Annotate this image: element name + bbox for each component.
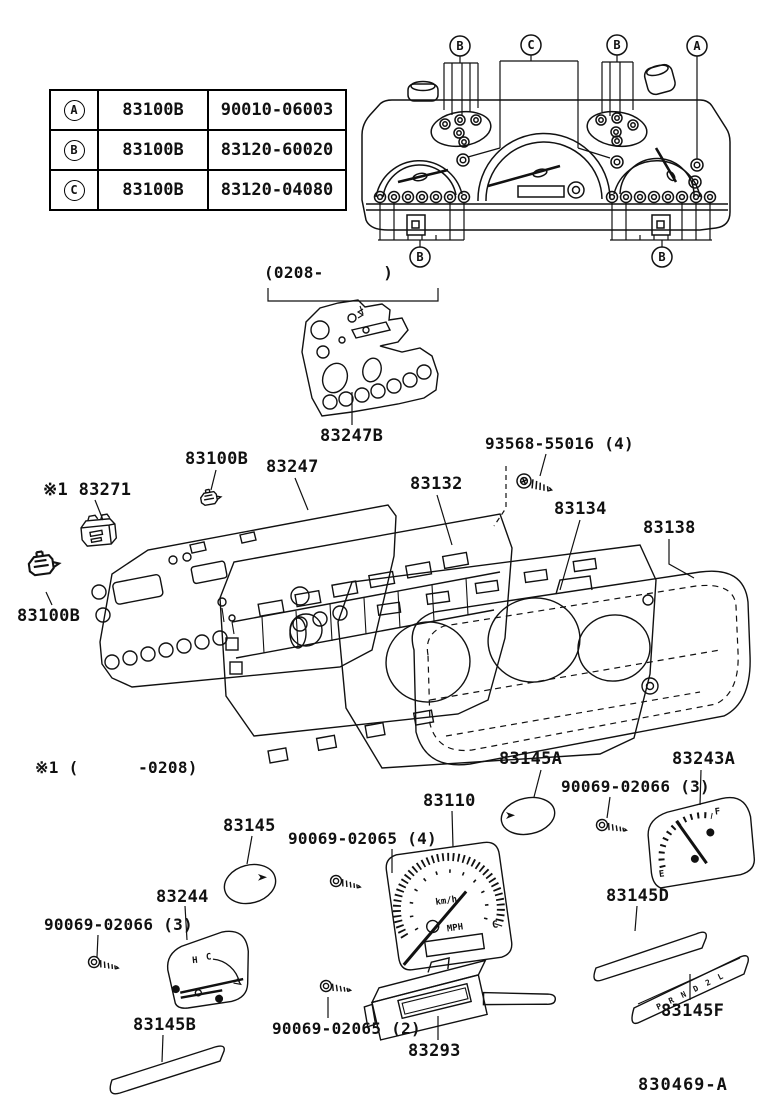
leader-lines: [45, 453, 702, 1063]
late-circuit-plate-drawing: [267, 288, 439, 425]
speedo-kmh-text: km/h: [435, 895, 458, 908]
note-production-from: (0208- ): [264, 263, 394, 282]
label-90069-02065-2: 90069-02065 (2): [272, 1019, 421, 1038]
label-83145B: 83145B: [133, 1015, 197, 1035]
label-83138: 83138: [643, 518, 696, 538]
note-production-until: ※1 ( -0208): [35, 758, 198, 777]
callout-letter-b3: B: [416, 250, 423, 264]
row-letter-b: B: [63, 139, 85, 161]
table-row: A 83100B 90010-06003: [49, 89, 347, 131]
row-part-number: 83100B: [97, 129, 209, 171]
fuel-e-text: E: [658, 869, 665, 880]
table-row: C 83100B 83120-04080: [49, 169, 347, 211]
callout-letter-a: A: [693, 39, 701, 53]
callout-letter-c: C: [527, 38, 534, 52]
row-part-number: 83100B: [97, 169, 209, 211]
speedo-c-text: C: [491, 919, 499, 931]
label-90069-02066-left: 90069-02066 (3): [44, 915, 193, 934]
row-letter-a: A: [63, 99, 85, 121]
label-83110: 83110: [423, 791, 476, 811]
row-part-code: 83120-04080: [207, 169, 347, 211]
label-83243A: 83243A: [672, 749, 736, 769]
label-83247: 83247: [266, 457, 319, 477]
speedo-mph-text: MPH: [446, 922, 463, 934]
label-83145D: 83145D: [606, 886, 670, 906]
label-83145F: 83145F: [661, 1001, 725, 1021]
temp-c-text: C: [205, 952, 211, 963]
label-83271: ※1 83271: [43, 480, 132, 500]
temp-h-text: H: [192, 956, 198, 967]
callout-letter-b2: B: [613, 38, 620, 52]
label-90069-02066-right: 90069-02066 (3): [561, 777, 710, 796]
sheet-number: 830469-A: [638, 1075, 728, 1095]
label-83244: 83244: [156, 887, 209, 907]
row-letter-c: C: [63, 179, 85, 201]
label-83132: 83132: [410, 474, 463, 494]
label-83293: 83293: [408, 1041, 461, 1061]
label-83145A: 83145A: [499, 749, 563, 769]
table-row: B 83100B 83120-60020: [49, 129, 347, 171]
row-part-number: 83100B: [97, 89, 209, 131]
substitution-table: A 83100B 90010-06003 B 83100B 83120-6002…: [49, 89, 347, 211]
bottom-parts-drawing: [86, 796, 756, 1095]
callout-letter-b1: B: [456, 39, 463, 53]
label-83145: 83145: [223, 816, 276, 836]
cluster-overview-drawing: B C B A B B: [361, 34, 731, 268]
callout-letter-b4: B: [658, 250, 665, 264]
label-83100B-lower: 83100B: [17, 606, 81, 626]
fuel-f-text: F: [714, 807, 721, 818]
label-83100B-upper: 83100B: [185, 449, 249, 469]
label-83134: 83134: [554, 499, 607, 519]
row-part-code: 90010-06003: [207, 89, 347, 131]
exploded-assembly-drawing: [26, 466, 751, 769]
label-83247B: 83247B: [320, 426, 384, 446]
row-part-code: 83120-60020: [207, 129, 347, 171]
label-93568-55016: 93568-55016 (4): [485, 434, 634, 453]
label-90069-02065-4: 90069-02065 (4): [288, 829, 437, 848]
